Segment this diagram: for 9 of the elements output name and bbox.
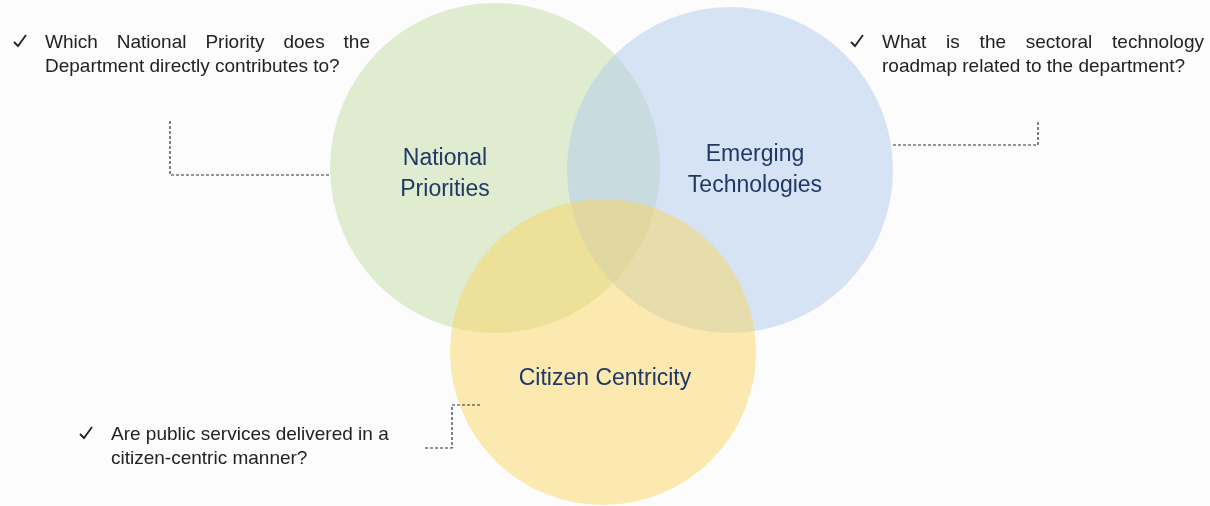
leader-line bbox=[424, 404, 483, 449]
circle-label: Citizen Centricity bbox=[517, 363, 693, 392]
question-text: What is the sectoral technology roadmap related to the department? bbox=[882, 30, 1204, 78]
leader-line bbox=[892, 121, 1039, 146]
question-text: Which National Priority does the Department directly contributes to? bbox=[45, 30, 370, 78]
circle-label: Emerging Technologies bbox=[686, 139, 824, 199]
question-text: Are public services delivered in a citizen-centric manner? bbox=[111, 422, 421, 470]
circle-label: National Priorities bbox=[399, 143, 491, 203]
leader-line bbox=[169, 120, 331, 176]
